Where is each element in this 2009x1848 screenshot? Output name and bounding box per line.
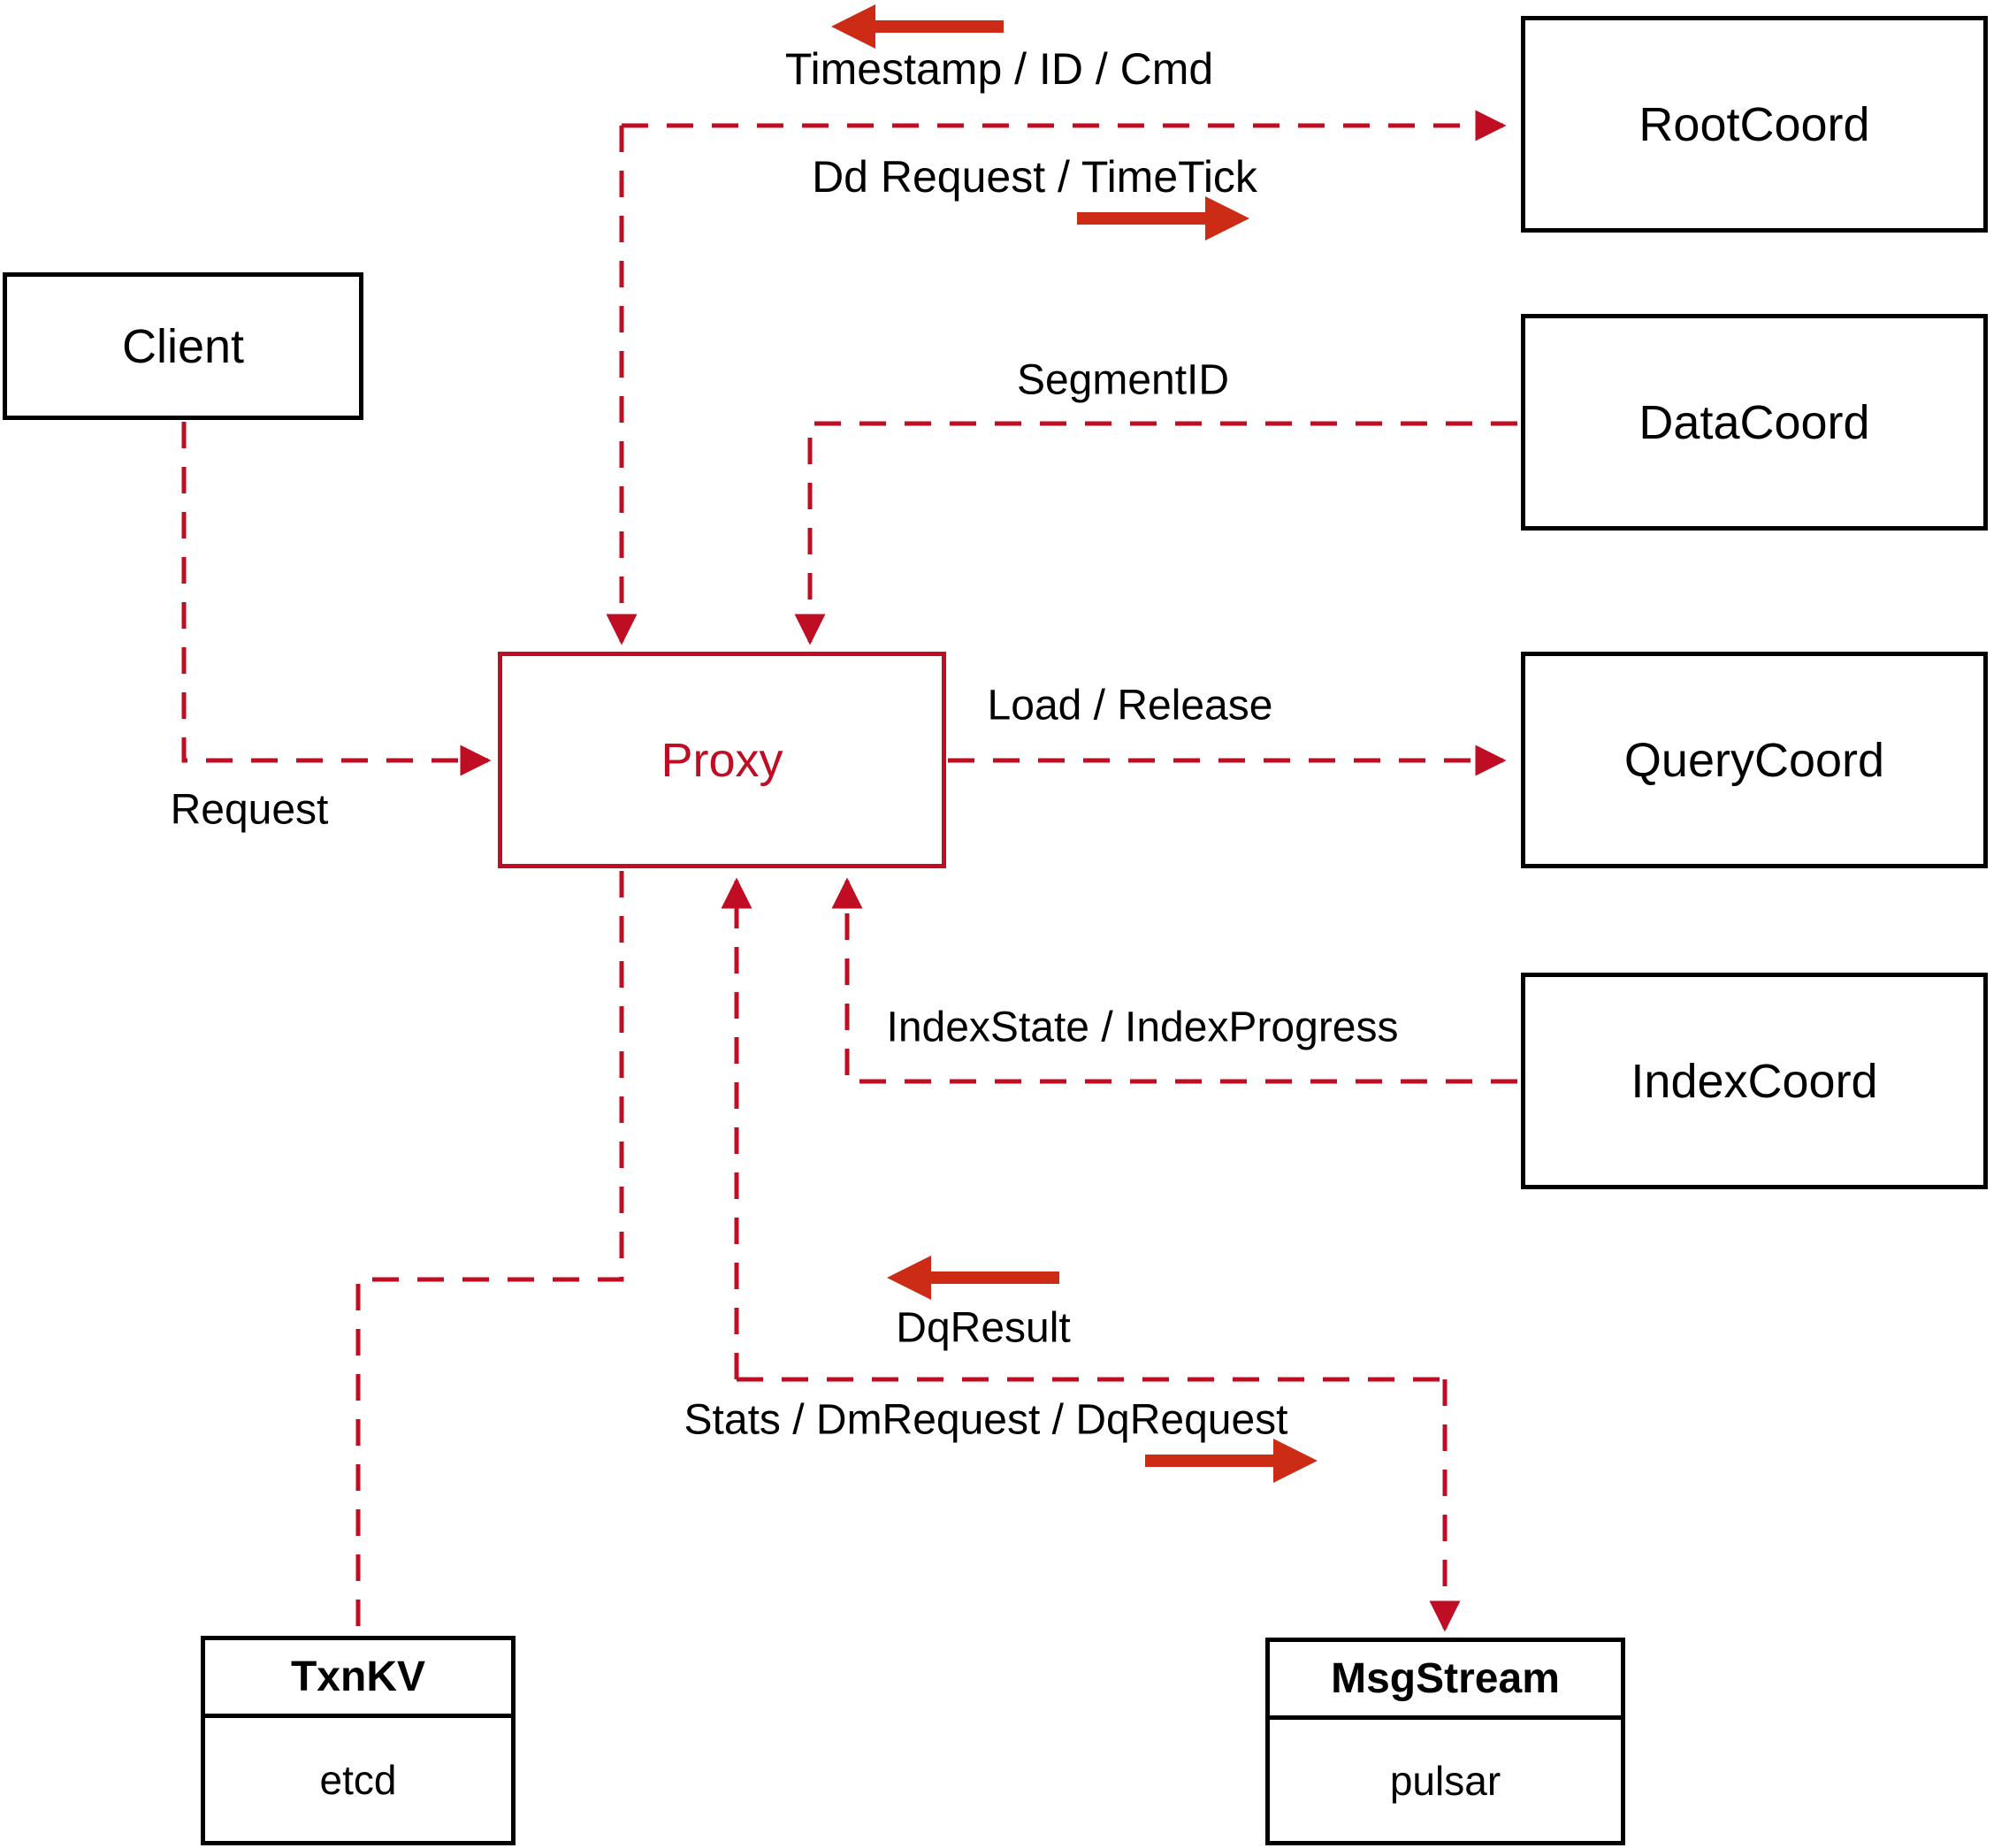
left-arrow-icon — [831, 4, 1004, 49]
right-arrow-icon — [1077, 196, 1249, 241]
edge-label-stats-dmrequest-dqrequest: Stats / DmRequest / DqRequest — [684, 1396, 1288, 1444]
edge-label-load-release: Load / Release — [987, 682, 1273, 729]
edge-label-dd-request-timetick: Dd Request / TimeTick — [812, 152, 1257, 202]
node-rootcoord-label: RootCoord — [1639, 97, 1870, 151]
node-querycoord: QueryCoord — [1521, 652, 1988, 868]
node-proxy-label: Proxy — [661, 733, 783, 787]
node-datacoord-label: DataCoord — [1639, 395, 1870, 449]
edge-datacoord-proxy — [794, 421, 1517, 645]
edge-client-proxy — [181, 422, 492, 776]
node-proxy: Proxy — [498, 652, 946, 868]
edge-label-timestamp-id-cmd: Timestamp / ID / Cmd — [784, 44, 1214, 94]
node-rootcoord: RootCoord — [1521, 16, 1988, 233]
node-datacoord: DataCoord — [1521, 314, 1988, 531]
dqresult-left-arrow-icon — [887, 1256, 1059, 1300]
edge-label-indexstate-indexprogress: IndexState / IndexProgress — [886, 1004, 1399, 1051]
node-msgstream: MsgStream pulsar — [1265, 1638, 1625, 1845]
edge-label-segmentid: SegmentID — [1016, 356, 1230, 404]
node-client: Client — [3, 272, 363, 420]
node-txnkv: TxnKV etcd — [201, 1636, 516, 1845]
edge-proxy-txnkv — [355, 871, 624, 1634]
node-client-label: Client — [121, 319, 245, 373]
node-msgstream-title: MsgStream — [1270, 1642, 1621, 1720]
stats-right-arrow-icon — [1145, 1439, 1318, 1483]
node-querycoord-label: QueryCoord — [1623, 733, 1885, 787]
edge-label-dqresult: DqResult — [896, 1304, 1071, 1352]
node-txnkv-subtitle: etcd — [319, 1756, 397, 1803]
node-indexcoord-label: IndexCoord — [1631, 1054, 1878, 1108]
edge-label-request: Request — [170, 786, 329, 834]
node-txnkv-title: TxnKV — [205, 1640, 511, 1718]
node-msgstream-subtitle: pulsar — [1389, 1757, 1501, 1804]
node-indexcoord: IndexCoord — [1521, 973, 1988, 1189]
